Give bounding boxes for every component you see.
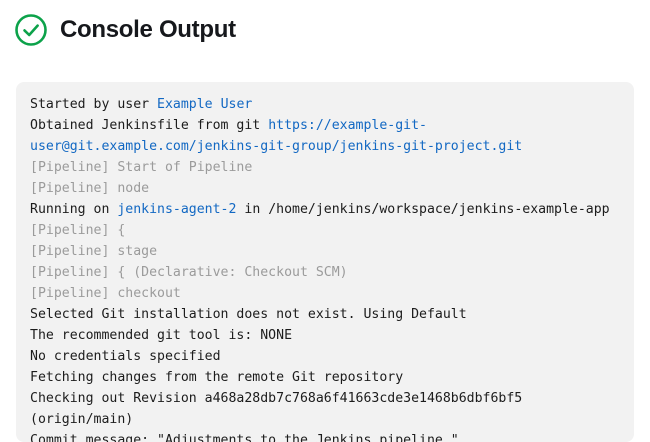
console-log-line: Selected Git installation does not exist…	[30, 304, 620, 325]
console-log-line: Fetching changes from the remote Git rep…	[30, 367, 620, 388]
console-log-text: Running on	[30, 202, 118, 217]
console-log-line: No credentials specified	[30, 346, 620, 367]
page-header: Console Output	[0, 0, 650, 46]
console-log-line: [Pipeline] node	[30, 178, 620, 199]
console-log-text: Checking out Revision a468a28db7c768a6f4…	[30, 391, 531, 427]
console-log-line: Obtained Jenkinsfile from git https://ex…	[30, 115, 620, 157]
console-log-text: Selected Git installation does not exist…	[30, 307, 467, 322]
console-log-text: Commit message: "Adjustments to the Jenk…	[30, 433, 459, 442]
console-log-text: The recommended git tool is: NONE	[30, 328, 293, 343]
console-log-text: Fetching changes from the remote Git rep…	[30, 370, 404, 385]
console-log-text: Obtained Jenkinsfile from git	[30, 118, 269, 133]
console-log-link[interactable]: jenkins-agent-2	[117, 202, 237, 217]
console-log-text: No credentials specified	[30, 349, 221, 364]
console-log-link[interactable]: https://example-git-user@git.example.com…	[30, 118, 523, 154]
console-log-text: [Pipeline] { (Declarative: Checkout SCM)	[30, 265, 348, 280]
console-log-text: [Pipeline] stage	[30, 244, 158, 259]
console-log-line: [Pipeline] stage	[30, 241, 620, 262]
console-log-line: Commit message: "Adjustments to the Jenk…	[30, 430, 620, 442]
console-log-text: in /home/jenkins/workspace/jenkins-examp…	[236, 202, 610, 217]
console-log-line: [Pipeline] Start of Pipeline	[30, 157, 620, 178]
console-log-text: [Pipeline] checkout	[30, 286, 181, 301]
console-log-line: Checking out Revision a468a28db7c768a6f4…	[30, 388, 620, 430]
console-log-text: Started by user	[30, 97, 158, 112]
console-log-line: Running on jenkins-agent-2 in /home/jenk…	[30, 199, 620, 220]
console-log-line: Started by user Example User	[30, 94, 620, 115]
check-circle-icon	[14, 13, 48, 47]
console-log-line: [Pipeline] {	[30, 220, 620, 241]
console-log-line: The recommended git tool is: NONE	[30, 325, 620, 346]
console-log-text: [Pipeline] Start of Pipeline	[30, 160, 253, 175]
console-log-line: [Pipeline] { (Declarative: Checkout SCM)	[30, 262, 620, 283]
console-log-line: [Pipeline] checkout	[30, 283, 620, 304]
console-log-link[interactable]: Example User	[157, 97, 253, 112]
page-title: Console Output	[60, 16, 236, 43]
console-log-text: [Pipeline] node	[30, 181, 150, 196]
console-log-text: [Pipeline] {	[30, 223, 126, 238]
